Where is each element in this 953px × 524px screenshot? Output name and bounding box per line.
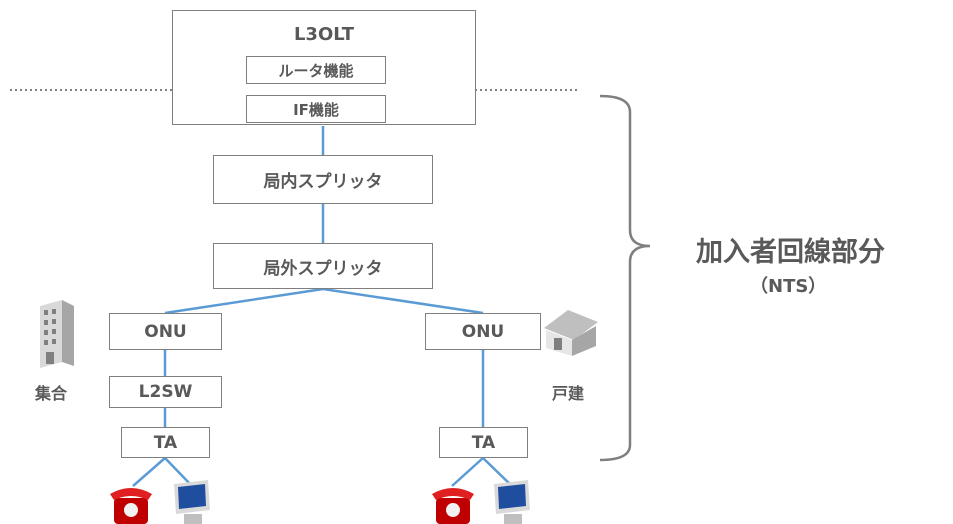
segment-subtitle: （NTS） xyxy=(750,276,827,297)
if-function-box: IF機能 xyxy=(246,95,386,123)
router-function-label: ルータ機能 xyxy=(278,61,354,80)
house-icon xyxy=(544,310,598,356)
onu-right-box: ONU xyxy=(425,313,541,350)
inner-splitter-label: 局内スプリッタ xyxy=(263,172,383,192)
router-function-box: ルータ機能 xyxy=(246,56,386,84)
ta-left-box: TA xyxy=(121,427,210,458)
inner-splitter-box: 局内スプリッタ xyxy=(213,155,433,204)
link-ta-pc-right xyxy=(482,457,513,487)
ta-right-box: TA xyxy=(439,427,528,458)
ta-left-label: TA xyxy=(153,432,178,453)
telephone-right-icon xyxy=(432,488,474,524)
onu-right-label: ONU xyxy=(461,321,505,342)
onu-left-label: ONU xyxy=(144,321,187,342)
apartment-label: 集合 xyxy=(35,384,68,403)
l2sw-box: L2SW xyxy=(109,376,222,408)
l3olt-title: L3OLT xyxy=(293,24,355,45)
link-ta-phone-right xyxy=(451,457,484,487)
apartment-building-icon xyxy=(40,300,74,368)
brace xyxy=(599,94,651,462)
if-function-label: IF機能 xyxy=(293,100,339,119)
link-outer-onu-right xyxy=(322,287,484,315)
link-ta-pc-left xyxy=(164,457,193,487)
computer-right-icon xyxy=(494,480,530,524)
detached-house-label: 戸建 xyxy=(552,384,585,403)
link-ta-phone-left xyxy=(132,457,166,487)
ta-right-label: TA xyxy=(471,432,496,453)
computer-left-icon xyxy=(174,480,210,524)
segment-title: 加入者回線部分 xyxy=(696,237,885,268)
telephone-left-icon xyxy=(110,488,152,524)
outer-splitter-box: 局外スプリッタ xyxy=(213,243,433,289)
l2sw-label: L2SW xyxy=(138,382,193,402)
onu-left-box: ONU xyxy=(109,313,222,350)
outer-splitter-label: 局外スプリッタ xyxy=(263,258,383,279)
link-outer-onu-left xyxy=(164,287,324,315)
